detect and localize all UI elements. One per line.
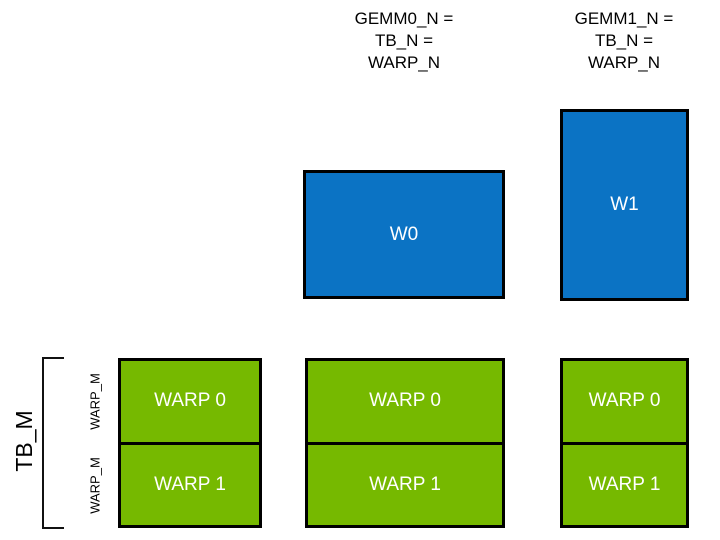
green-cell-warp-1: WARP 1 [121, 441, 259, 525]
green-cell-warp-1: WARP 1 [563, 441, 686, 525]
blue-tile-w0: W0 [303, 170, 505, 299]
green-column-1: WARP 0 WARP 1 [305, 358, 505, 528]
axis-label-tb-m: TB_M [11, 410, 37, 472]
green-cell-warp-0: WARP 0 [563, 361, 686, 442]
axis-label-warp-m-bottom: WARP_M [87, 457, 103, 514]
green-cell-warp-0: WARP 0 [121, 361, 259, 442]
caption-gemm1-n: GEMM1_N = TB_N = WARP_N [574, 9, 674, 72]
green-cell-warp-0: WARP 0 [308, 361, 502, 442]
tb-m-bracket [42, 357, 64, 529]
green-column-0: WARP 0 WARP 1 [118, 358, 262, 528]
caption-gemm0-n: GEMM0_N = TB_N = WARP_N [354, 9, 454, 72]
blue-tile-w1: W1 [560, 109, 689, 301]
green-column-2: WARP 0 WARP 1 [560, 358, 689, 528]
axis-label-warp-m-top: WARP_M [87, 373, 103, 430]
green-cell-warp-1: WARP 1 [308, 441, 502, 525]
